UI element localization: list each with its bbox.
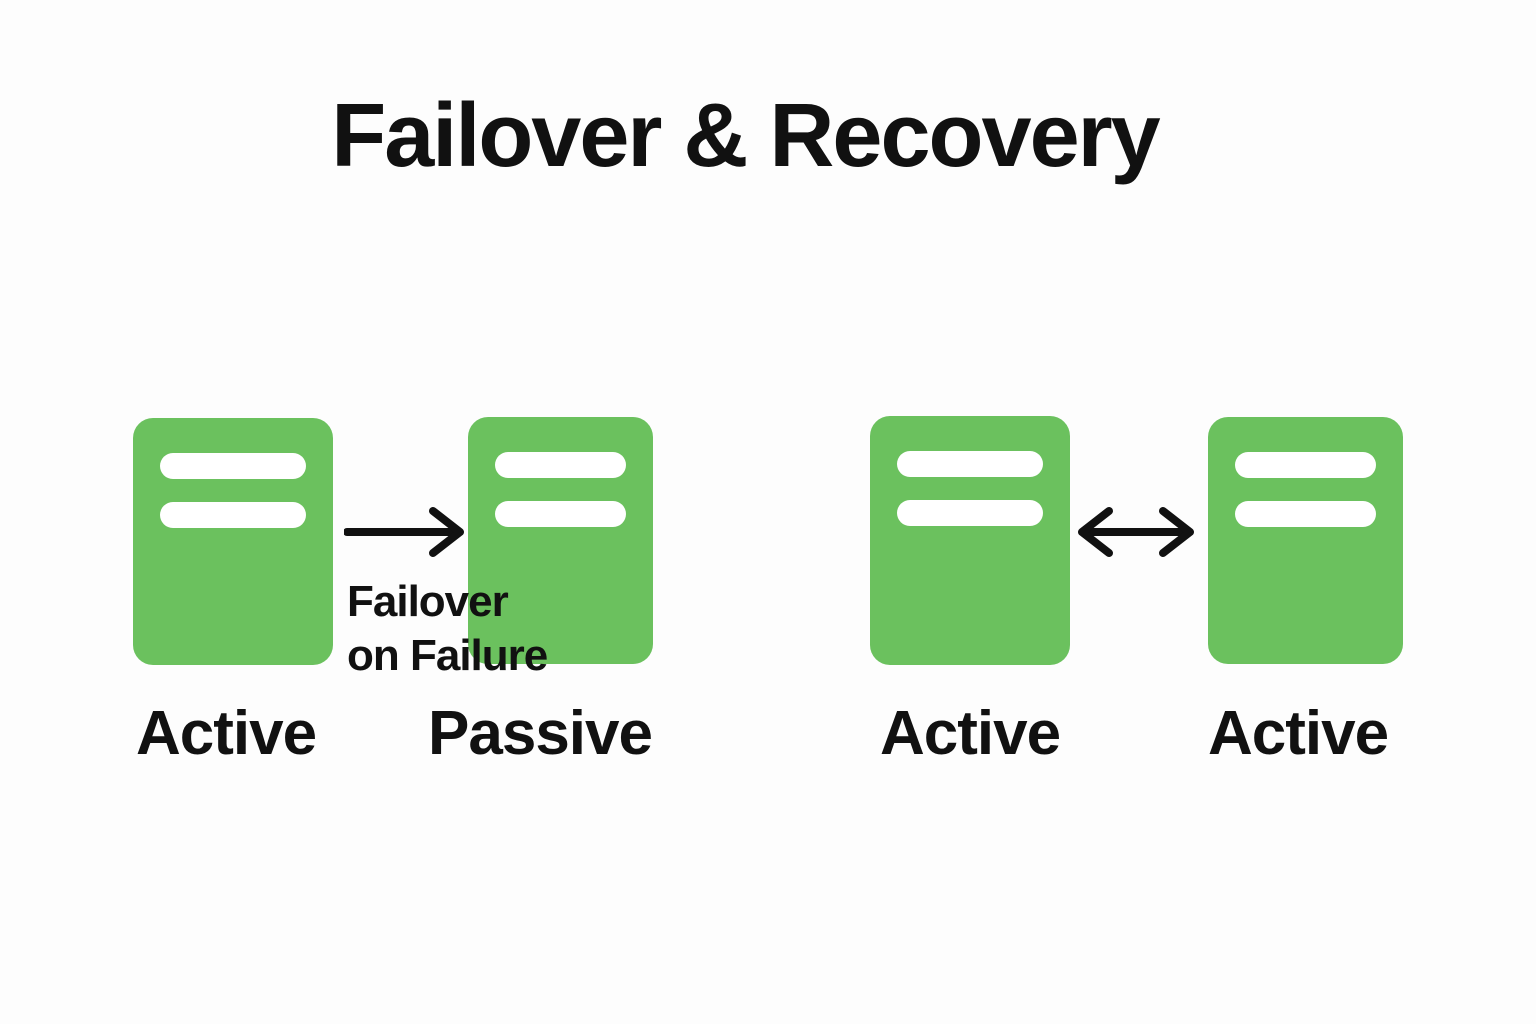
right-arrow-icon xyxy=(344,507,464,557)
server-slot-bar xyxy=(1235,501,1376,527)
server-label-active-3: Active xyxy=(1207,699,1389,768)
server-slot-bar xyxy=(160,453,306,479)
server-slot-bar xyxy=(160,502,306,528)
failover-passive-server-icon xyxy=(468,417,653,664)
failover-active-server-icon xyxy=(133,418,333,665)
server-slot-bar xyxy=(495,452,626,478)
active-active-left-server-icon xyxy=(870,416,1070,665)
page-title: Failover & Recovery xyxy=(331,86,1160,186)
server-slot-bar xyxy=(897,451,1043,477)
server-label-passive: Passive xyxy=(428,699,653,768)
failover-arrow-label: Failover on Failure xyxy=(347,577,548,680)
server-slot-bar xyxy=(1235,452,1376,478)
server-slot-bar xyxy=(897,500,1043,526)
active-active-right-server-icon xyxy=(1208,417,1403,664)
server-label-active-1: Active xyxy=(135,699,317,768)
server-slot-bar xyxy=(495,501,626,527)
server-label-active-2: Active xyxy=(879,699,1061,768)
double-arrow-icon xyxy=(1078,507,1194,557)
